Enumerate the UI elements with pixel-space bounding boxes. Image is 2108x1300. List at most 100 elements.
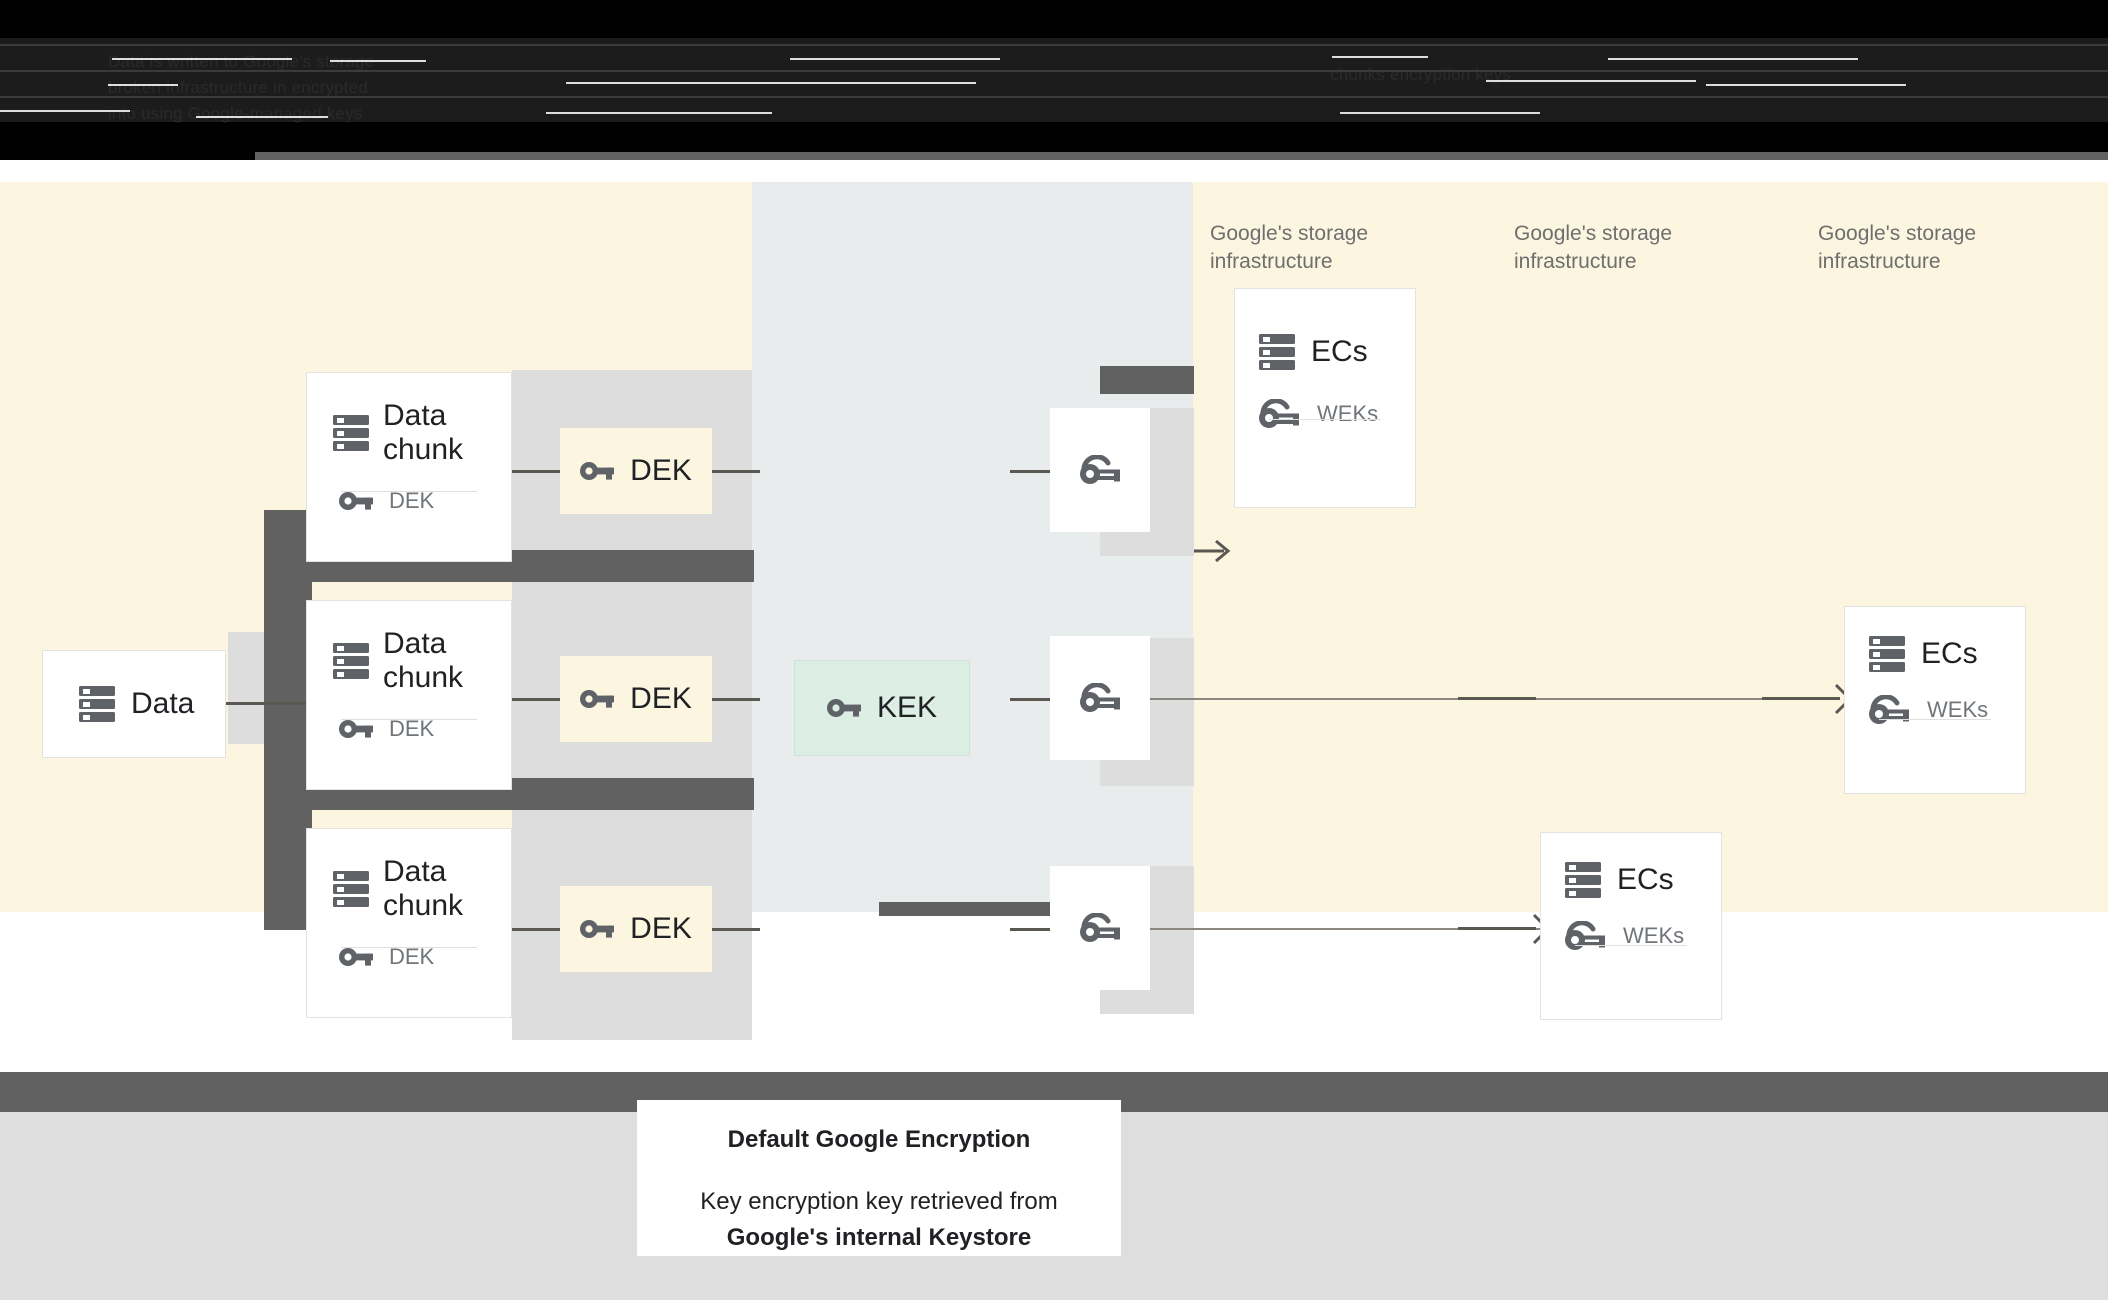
header-text-line-4: chunks encryption keys (1330, 65, 1512, 84)
card-divider (341, 719, 477, 720)
wrapped-key-box-3[interactable] (1050, 866, 1150, 990)
connector-dek1-out (712, 470, 760, 473)
ecs-title-2: ECs (1921, 637, 1978, 671)
key-icon (339, 719, 373, 739)
scanline-artifact (108, 84, 178, 86)
scanline-artifact (1706, 84, 1906, 86)
card-divider (1269, 419, 1381, 420)
connector-dek2-out (712, 698, 760, 701)
dek-chip-1[interactable]: DEK (560, 428, 712, 514)
scanline-artifact (790, 58, 1000, 60)
scanline-artifact (0, 96, 2108, 98)
ecs-key-label-2: WEKs (1927, 697, 1989, 722)
connector-data-to-branch (226, 702, 322, 705)
server-stack-icon (333, 642, 369, 680)
long-connector-line-3 (1150, 928, 1540, 930)
connector-to-wrapped-key-3 (1010, 928, 1054, 931)
header-text-line-3: into using Google-managed keys (108, 104, 363, 123)
storage-label-2: Google's storage infrastructure (1514, 222, 1673, 274)
card-divider (1575, 945, 1687, 946)
arrow-to-ecs-1 (1194, 539, 1231, 563)
storage-label-3: Google's storage infrastructure (1818, 222, 1977, 274)
obscured-header-band: Data is written to Google's storage brok… (0, 0, 2108, 160)
storage-feed-bar-1 (1100, 366, 1194, 394)
wrapped-key-box-1[interactable] (1050, 408, 1150, 532)
card-divider (341, 491, 477, 492)
long-connector-thick-seg-b (1762, 697, 1840, 700)
wrapped-key-box-2[interactable] (1050, 636, 1150, 760)
server-stack-icon (333, 870, 369, 908)
card-divider (341, 947, 477, 948)
storage-label-1: Google's storage infrastructure (1210, 222, 1369, 274)
data-chunk-title-2: Data chunk (383, 627, 464, 694)
scanline-artifact (0, 44, 2108, 46)
dek-label-3: DEK (630, 912, 692, 945)
wrapped-key-icon (1078, 683, 1122, 713)
scanline-artifact (330, 60, 426, 62)
dek-label-1: DEK (630, 454, 692, 487)
scanline-artifact (1486, 80, 1696, 82)
long-connector-thick-seg-c (1458, 927, 1536, 930)
connector-to-wrapped-key-1 (1010, 470, 1054, 473)
key-icon (580, 919, 615, 939)
header-text-line-1: Data is written to Google's storage (108, 52, 375, 71)
ecs-key-label-3: WEKs (1623, 923, 1685, 948)
data-chunk-key-label-3: DEK (389, 944, 435, 970)
wrapped-key-icon (1563, 921, 1607, 951)
data-chunk-title-3: Data chunk (383, 855, 464, 922)
data-chunk-card-1[interactable]: Data chunk DEK (306, 372, 512, 562)
ecs-card-3[interactable]: ECs WEKs (1540, 832, 1722, 1020)
server-stack-icon (333, 414, 369, 452)
scanline-artifact (112, 58, 292, 60)
wrapped-key-icon (1078, 455, 1122, 485)
wrapped-key-icon (1257, 399, 1301, 429)
header-text-line-2: broken infrastructure in encrypted (108, 78, 369, 97)
caption-title: Default Google Encryption (727, 1126, 1031, 1153)
connector-dek3-out (712, 928, 760, 931)
caption-body-line-1: Key encryption key retrieved from (700, 1188, 1058, 1215)
ecs-key-label-1: WEKs (1317, 401, 1379, 426)
dek-chip-2[interactable]: DEK (560, 656, 712, 742)
scanline-artifact (1340, 112, 1540, 114)
ecs-card-2[interactable]: ECs WEKs (1844, 606, 2026, 794)
scanline-artifact (566, 82, 976, 84)
dek-label-2: DEK (630, 682, 692, 715)
caption-body-line-2: Google's internal Keystore (726, 1224, 1032, 1251)
scanline-artifact (546, 112, 772, 114)
data-chunk-key-label-2: DEK (389, 716, 435, 742)
card-divider (1879, 719, 1991, 720)
wrapped-key-icon (1078, 913, 1122, 943)
kek-label: KEK (876, 691, 938, 724)
wrapped-key-icon (1867, 695, 1911, 725)
data-chunk-title-1: Data chunk (383, 399, 464, 466)
header-bottom-gray-edge (255, 152, 2108, 160)
long-connector-thick-seg-a (1458, 697, 1536, 700)
data-source-card[interactable]: Data (42, 650, 226, 758)
keystore-base-bar (879, 902, 1079, 916)
connector-chunk2-to-dek2 (512, 698, 560, 701)
server-stack-icon (1259, 333, 1295, 371)
server-stack-icon (79, 685, 115, 723)
data-chunk-key-label-1: DEK (389, 488, 435, 514)
key-icon (580, 461, 615, 481)
data-chunk-card-2[interactable]: Data chunk DEK (306, 600, 512, 790)
connector-chunk1-to-dek1 (512, 470, 560, 473)
scanline-artifact (196, 116, 328, 118)
connector-chunk3-to-dek3 (512, 928, 560, 931)
scanline-artifact (1332, 56, 1428, 58)
scanline-artifact (0, 110, 130, 112)
encryption-flow-diagram: Data Data chunk D (0, 160, 2108, 1300)
data-chunk-card-3[interactable]: Data chunk DEK (306, 828, 512, 1018)
connector-to-wrapped-key-2 (1010, 698, 1054, 701)
server-stack-icon (1565, 861, 1601, 899)
key-icon (339, 491, 373, 511)
kek-chip[interactable]: KEK (794, 660, 970, 756)
dek-chip-3[interactable]: DEK (560, 886, 712, 972)
scanline-artifact (0, 70, 2108, 72)
ecs-card-1[interactable]: ECs WEKs (1234, 288, 1416, 508)
data-source-row: Data (43, 651, 225, 757)
caption-body: Key encryption key retrieved from Google… (637, 1184, 1121, 1256)
key-icon (580, 689, 615, 709)
key-icon (339, 947, 373, 967)
data-source-title: Data (131, 687, 195, 721)
